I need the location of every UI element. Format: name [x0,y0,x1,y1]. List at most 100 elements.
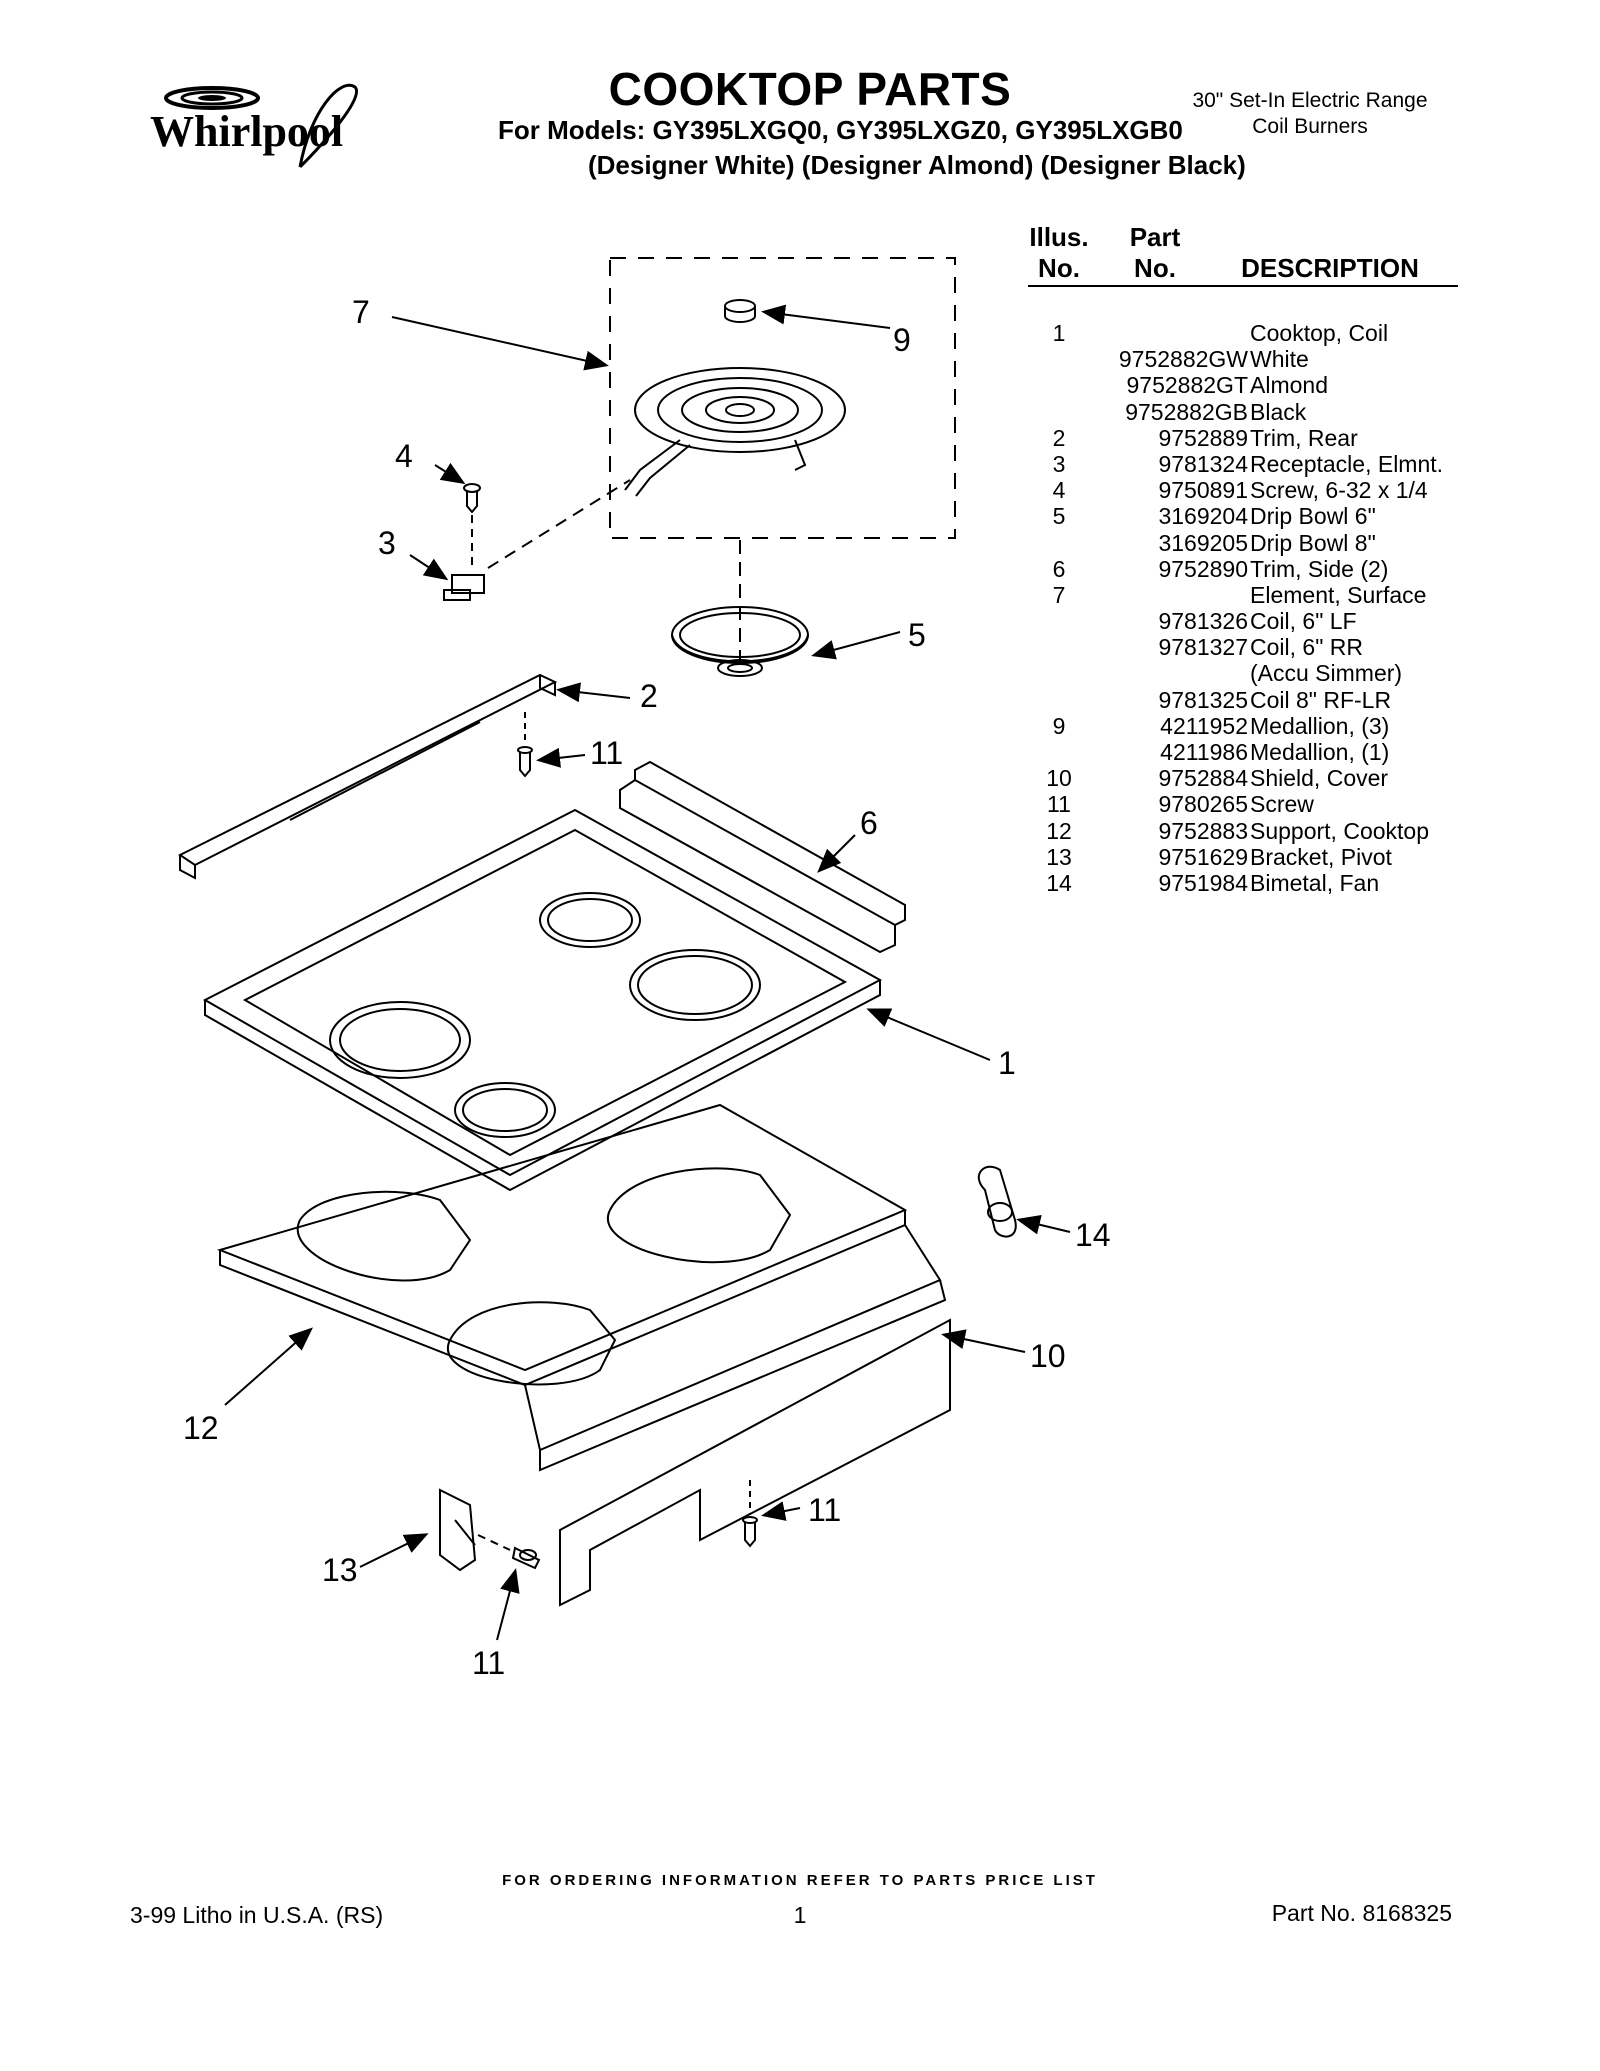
litho-note: 3-99 Litho in U.S.A. (RS) [130,1902,384,1928]
ordering-note: FOR ORDERING INFORMATION REFER TO PARTS … [502,1872,1098,1889]
description-cell: Medallion, (3) [1250,712,1390,739]
rear-trim-part [178,673,558,880]
receptacle-part [443,574,485,601]
callout-11-middle: 11 [808,1492,842,1528]
part-no-cell: 4211952 [1160,712,1248,739]
models-line: For Models: GY395LXGQ0, GY395LXGZ0, GY39… [498,115,1183,145]
part-no-cell: 4211986 [1160,739,1248,765]
description-cell: Support, Cooktop [1250,817,1430,844]
screw-part [511,1546,541,1570]
illus-no-cell: 4 [1052,477,1066,504]
description-cell: Cooktop, Coil [1250,320,1389,346]
cooktop-support-part [216,1103,947,1472]
description-cell: Receptacle, Elmnt. [1250,450,1444,477]
description-cell: Trim, Side (2) [1250,555,1389,582]
description-cell: Drip Bowl 6" [1250,503,1376,530]
part-no-cell: 9752882GT [1126,372,1248,399]
callout-11-lower: 11 [472,1645,506,1681]
part-no-cell: 9752889 [1158,424,1248,451]
part-no-cell: 9752882GB [1125,398,1248,425]
callout-4: 4 [395,438,413,474]
surface-element-part [624,367,846,497]
description-cell: Screw, 6-32 x 1/4 [1250,477,1428,504]
part-no-cell: 9781324 [1158,450,1248,477]
illus-no-cell: 13 [1046,843,1072,870]
part-no-cell: 3169205 [1158,529,1248,556]
description-cell: Screw [1250,791,1314,818]
part-no-cell: 3169204 [1158,503,1248,530]
part-number: Part No. 8168325 [1271,1900,1452,1926]
callout-9: 9 [893,322,911,358]
illus-no-cell: 9 [1052,712,1066,739]
illus-no-cell: 10 [1046,765,1072,792]
drip-bowl-part [671,606,809,677]
callout-1: 1 [998,1045,1016,1081]
description-cell: Bimetal, Fan [1250,869,1380,896]
description-cell: Black [1250,398,1307,425]
illus-no-cell: 3 [1052,450,1066,477]
cooktop-part [202,808,883,1192]
part-no-cell: 9751984 [1158,869,1248,896]
callout-5: 5 [908,617,926,653]
range-type: 30" Set-In Electric Range Coil Burners [1160,88,1460,140]
illus-no-cell: 11 [1047,791,1071,818]
callout-3: 3 [378,525,396,561]
page-number: 1 [793,1902,807,1928]
callout-2: 2 [640,678,658,714]
header-part-no: Part No. [1129,222,1181,283]
part-no-cell: 9780265 [1158,791,1248,818]
description-cell: Shield, Cover [1250,765,1389,792]
range-type-line1: 30" Set-In Electric Range [1192,89,1428,112]
description-cell: Coil, 6" RR [1250,634,1363,661]
callout-12: 12 [183,1410,219,1446]
part-no-cell: 9752890 [1158,555,1248,582]
part-no-cell: 9781327 [1158,634,1248,661]
screw-part [463,483,481,514]
illus-no-cell: 7 [1052,581,1066,608]
description-cell: Medallion, (1) [1250,739,1390,765]
callout-14: 14 [1075,1217,1111,1253]
illus-no-cell: 5 [1052,503,1066,530]
callout-10: 10 [1030,1338,1066,1374]
illus-no-cell: 12 [1046,817,1072,844]
callout-7: 7 [352,294,370,330]
pivot-bracket-part [439,1488,477,1572]
part-no-cell: 9751629 [1158,843,1248,870]
part-no-cell: 9750891 [1158,477,1248,504]
medallion-part [724,299,756,323]
range-type-line2: Coil Burners [1252,115,1368,138]
screw-part [742,1480,758,1548]
table-header-rule [1028,285,1458,287]
bimetal-part [977,1165,1017,1238]
description-cell: White [1250,346,1309,373]
part-no-cell: 9752884 [1158,765,1248,792]
element-dashed-box [609,257,956,539]
part-no-cell: 9752882GW [1118,346,1248,373]
part-no-cell: 9781325 [1158,686,1248,713]
description-cell: Drip Bowl 8" [1250,529,1376,556]
description-cell: (Accu Simmer) [1250,660,1403,687]
page-title: COOKTOP PARTS [608,63,1012,115]
illus-no-cell: 6 [1052,555,1066,582]
callout-leaders [224,304,1071,1641]
callout-13: 13 [322,1552,358,1588]
